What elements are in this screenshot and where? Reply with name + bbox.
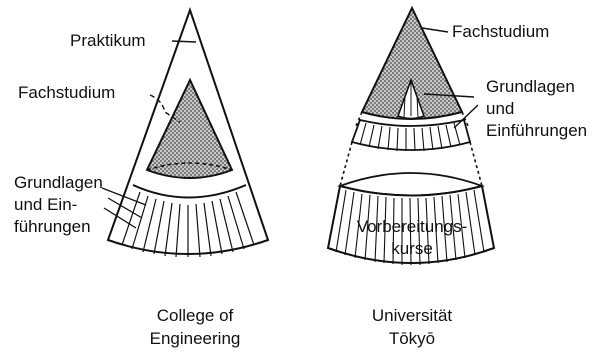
label-grundlagen-left: Grundlagen und Ein- führungen — [14, 173, 103, 236]
svg-text:Universität: Universität — [372, 306, 453, 325]
left-inner-cone-dashed-base — [146, 162, 233, 171]
svg-text:Engineering: Engineering — [150, 329, 241, 348]
svg-text:Grundlagen: Grundlagen — [14, 173, 103, 192]
svg-text:und Ein-: und Ein- — [14, 195, 77, 214]
leader-fachstudium-right — [421, 27, 449, 33]
leader-fachstudium-left — [149, 94, 181, 123]
svg-text:Grundlagen: Grundlagen — [486, 77, 575, 96]
caption-left: College of Engineering — [150, 306, 241, 348]
leader-praktikum — [171, 40, 197, 43]
svg-text:kurse: kurse — [391, 239, 433, 258]
svg-text:führungen: führungen — [14, 217, 91, 236]
left-base-band-strokes — [121, 191, 255, 258]
caption-right: Universität Tōkyō — [372, 306, 453, 348]
svg-text:Vorbereitungs-: Vorbereitungs- — [357, 217, 468, 236]
svg-text:Einführungen: Einführungen — [486, 121, 587, 140]
svg-text:und: und — [486, 99, 514, 118]
label-praktikum: Praktikum — [70, 31, 146, 50]
right-bottom-band-strokes — [335, 189, 485, 266]
label-fachstudium-left: Fachstudium — [18, 83, 115, 102]
svg-text:Tōkyō: Tōkyō — [389, 329, 435, 348]
svg-text:College of: College of — [157, 306, 234, 325]
left-base-band-arc — [132, 184, 247, 199]
leader-grundlagen-left — [101, 187, 147, 229]
label-grundlagen-right: Grundlagen und Einführungen — [486, 77, 587, 140]
right-cone — [326, 5, 496, 266]
label-vorbereitung: Vorbereitungs- kurse — [357, 217, 468, 258]
left-inner-cone — [145, 77, 234, 179]
left-cone — [106, 6, 270, 258]
label-fachstudium-right: Fachstudium — [452, 22, 549, 41]
leader-grundlagen-right — [423, 93, 479, 129]
